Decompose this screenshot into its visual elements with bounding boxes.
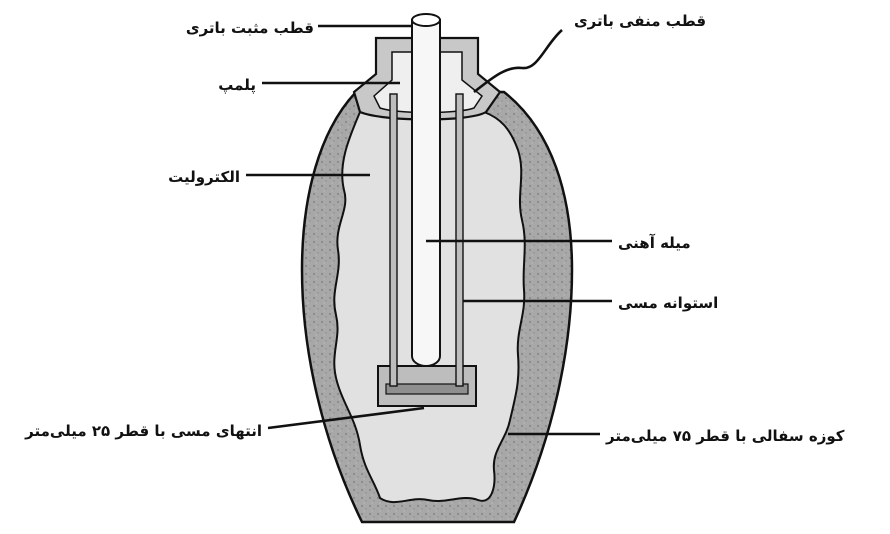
label-copper-end: انتهای مسی با قطر ۲۵ میلی‌متر (24, 422, 262, 440)
label-iron-rod: میله آهنی (618, 234, 691, 252)
label-seal: پلمپ (218, 76, 256, 95)
label-electrolyte: الکترولیت (168, 168, 240, 186)
label-positive-terminal: قطب مثبت باتری (186, 19, 314, 37)
leader-negative-terminal (473, 29, 563, 94)
label-negative-terminal: قطب منفی باتری (574, 12, 706, 30)
label-copper-cylinder: استوانه مسی (618, 294, 718, 312)
copper-end-plate (385, 383, 469, 395)
label-clay-jar: کوزه سفالی با قطر ۷۵ میلی‌متر (605, 427, 845, 445)
iron-rod-top (411, 13, 441, 27)
leader-copper-end (267, 406, 425, 430)
iron-rod (411, 19, 441, 367)
copper-cylinder-left-wall (389, 93, 398, 387)
